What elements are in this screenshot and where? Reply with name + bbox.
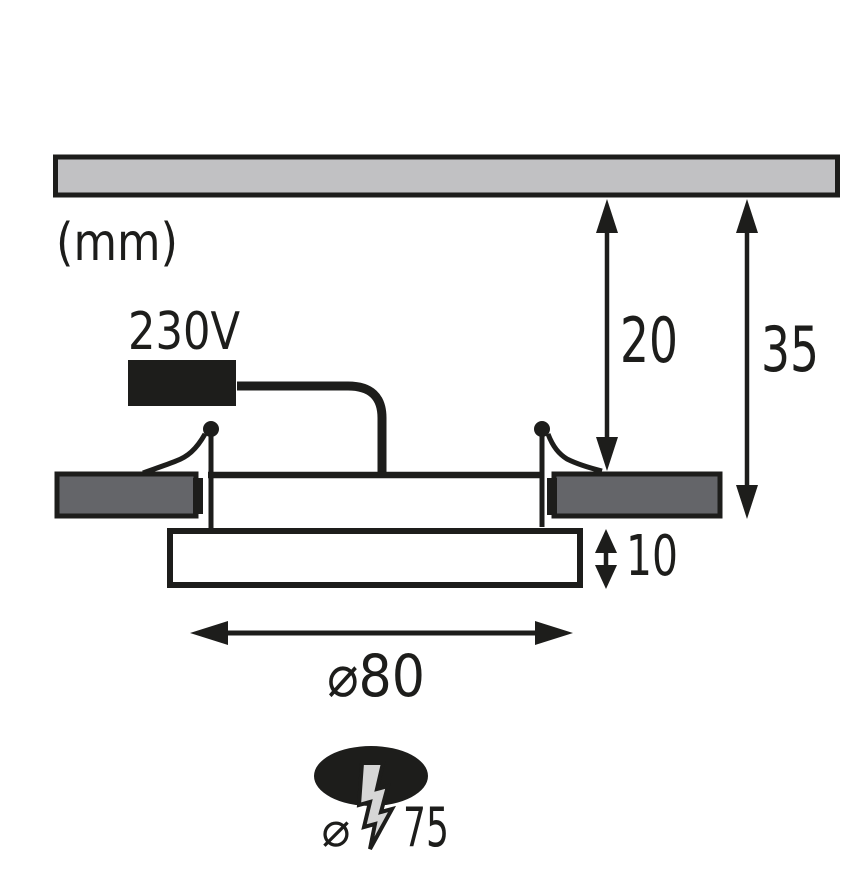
ceiling-panel	[53, 154, 840, 198]
dim-80-arrow	[190, 621, 573, 645]
cutout-dia-symbol: ⌀	[322, 802, 351, 858]
cutout-diameter-label: 75	[403, 796, 449, 859]
unit-label: (mm)	[56, 213, 178, 273]
right-mount-block	[551, 471, 723, 519]
left-mount-block	[54, 471, 199, 519]
dim-35-label: 35	[761, 313, 819, 386]
lightning-bolt-icon	[356, 761, 397, 850]
right-block-notch	[547, 478, 557, 515]
power-cable-icon	[237, 381, 387, 472]
driver-box	[128, 360, 236, 406]
voltage-label: 230V	[128, 302, 240, 362]
panel-body	[167, 528, 583, 588]
right-spring-clip-wire	[545, 433, 603, 474]
dim-80-label: ⌀80	[327, 642, 425, 710]
left-block-notch	[193, 478, 203, 514]
left-spring-clip-wire	[142, 432, 208, 476]
dim-20-arrow	[596, 199, 618, 471]
dim-10-arrow	[595, 529, 617, 589]
dim-20-label: 20	[620, 304, 678, 377]
dim-35-arrow	[736, 199, 758, 519]
dim-10-label: 10	[626, 524, 678, 589]
